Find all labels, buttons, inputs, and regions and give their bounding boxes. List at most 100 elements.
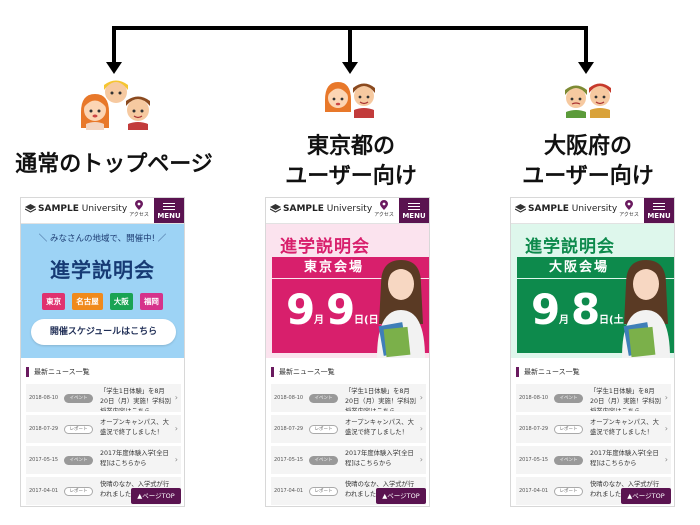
news-date: 2017-04-01 <box>29 488 59 494</box>
news-badge: レポート <box>309 487 338 496</box>
two-kids-icon <box>565 83 611 118</box>
news-row[interactable]: 2017-05-15 イベント 2017年度体験入学[全日程]はこちらから › <box>516 446 671 474</box>
student-girl-photo <box>622 260 670 358</box>
news-row[interactable]: 2018-08-10 イベント 「学生1日体験」を8月20日（月）実施！学科別授… <box>516 384 671 412</box>
news-row[interactable]: 2018-07-29 レポート オープンキャンパス、大盛況で終了しました！ › <box>271 415 426 443</box>
menu-label: MENU <box>157 211 181 220</box>
site-header: SAMPLE University アクセス MENU <box>511 198 674 224</box>
news-section: 最新ニュース一覧 2018-08-10 イベント 「学生1日体験」を8月20日（… <box>511 358 674 506</box>
news-text: 快晴のなか、入学式が行われました。 <box>590 481 660 498</box>
access-link[interactable]: アクセス <box>373 200 395 218</box>
news-row[interactable]: 2018-07-29 レポート オープンキャンパス、大盛況で終了しました！ › <box>26 415 181 443</box>
logo-bold-text: SAMPLE <box>528 204 569 214</box>
column-title-line: ユーザー向け <box>522 164 654 189</box>
hero-tagline: ＼ みなさんの地域で、開催中! ／ <box>38 234 167 244</box>
logo-bold-text: SAMPLE <box>283 204 324 214</box>
date-day-unit: 日 <box>599 315 609 326</box>
date-day-unit: 日 <box>354 315 364 326</box>
city-tag-tokyo[interactable]: 東京 <box>42 293 66 310</box>
city-tag-osaka[interactable]: 大阪 <box>109 293 133 310</box>
hero-title: 進学説明会 <box>50 258 155 282</box>
news-text: 「学生1日体験」を8月20日（月）実施！学科別授業内容はこちら <box>590 388 661 411</box>
phone-mockup-default: SAMPLE University アクセス MENU ＼ みなさんの地域で、開… <box>20 197 185 507</box>
hero-banner-osaka[interactable]: 進学説明会 大阪会場 9 月 8 日 (土) <box>511 224 674 358</box>
hero-banner-default[interactable]: ＼ みなさんの地域で、開催中! ／ 進学説明会 東京 名古屋 大阪 福岡 開催ス… <box>21 224 184 358</box>
menu-label: MENU <box>647 211 671 220</box>
access-link[interactable]: アクセス <box>618 200 640 218</box>
news-badge: レポート <box>309 425 338 434</box>
news-row[interactable]: 2018-08-10 イベント 「学生1日体験」を8月20日（月）実施！学科別授… <box>271 384 426 412</box>
menu-button[interactable]: MENU <box>399 198 429 223</box>
city-tag-fukuoka[interactable]: 福岡 <box>139 293 163 310</box>
column-title-tokyo: 東京都の ユーザー向け <box>251 132 451 192</box>
news-date: 2018-08-10 <box>29 395 59 401</box>
map-pin-icon <box>380 200 388 210</box>
map-pin-icon <box>135 200 143 210</box>
arrow-head-center <box>342 62 358 74</box>
chevron-right-icon: › <box>419 393 423 402</box>
news-date: 2017-04-01 <box>274 488 304 494</box>
chevron-right-icon: › <box>419 455 423 464</box>
news-row[interactable]: 2017-05-15 イベント 2017年度体験入学[全日程]はこちらから › <box>271 446 426 474</box>
access-label: アクセス <box>619 212 639 218</box>
news-text: オープンキャンパス、大盛況で終了しました！ <box>590 419 659 436</box>
column-title-osaka: 大阪府の ユーザー向け <box>488 132 688 192</box>
date-day: 9 <box>326 285 356 334</box>
logo-rest-text: University <box>568 204 618 214</box>
hero-title: 進学説明会 <box>525 237 615 257</box>
news-date: 2018-08-10 <box>519 395 549 401</box>
news-badge: イベント <box>64 456 93 465</box>
news-heading: 最新ニュース一覧 <box>271 367 335 377</box>
date-month-unit: 月 <box>559 315 569 326</box>
page-top-button[interactable]: ▲ページTOP <box>621 488 671 504</box>
schedule-button[interactable]: 開催スケジュールはこちら <box>31 319 176 345</box>
hamburger-icon <box>154 202 184 210</box>
menu-button[interactable]: MENU <box>644 198 674 223</box>
site-logo[interactable]: SAMPLE University <box>514 204 618 214</box>
menu-label: MENU <box>402 211 426 220</box>
chevron-right-icon: › <box>419 424 423 433</box>
chevron-right-icon: › <box>174 455 178 464</box>
access-link[interactable]: アクセス <box>128 200 150 218</box>
hero-banner-tokyo[interactable]: 進学説明会 東京会場 9 月 9 日 (日) <box>266 224 429 358</box>
map-pin-icon <box>625 200 633 210</box>
city-tag-nagoya[interactable]: 名古屋 <box>72 293 103 310</box>
site-logo[interactable]: SAMPLE University <box>269 204 372 214</box>
page-top-button[interactable]: ▲ページTOP <box>376 488 426 504</box>
news-date: 2017-05-15 <box>274 457 304 463</box>
date-month: 9 <box>531 285 561 334</box>
column-title-line: 東京都の <box>306 134 395 159</box>
date-month-unit: 月 <box>314 315 324 326</box>
news-date: 2018-08-10 <box>274 395 304 401</box>
news-badge: レポート <box>64 487 93 496</box>
news-badge: イベント <box>554 456 583 465</box>
news-row[interactable]: 2017-05-15 イベント 2017年度体験入学[全日程]はこちらから › <box>26 446 181 474</box>
news-date: 2017-04-01 <box>519 488 549 494</box>
news-text: 快晴のなか、入学式が行われました。 <box>345 481 415 498</box>
chevron-right-icon: › <box>174 424 178 433</box>
news-badge: レポート <box>64 425 93 434</box>
news-text: オープンキャンパス、大盛況で終了しました！ <box>100 419 169 436</box>
news-badge: イベント <box>309 394 338 403</box>
site-logo[interactable]: SAMPLE University <box>24 204 128 214</box>
news-text: 「学生1日体験」を8月20日（月）実施！学科別授業内容はこちら <box>100 388 171 411</box>
news-text: 「学生1日体験」を8月20日（月）実施！学科別授業内容はこちら <box>345 388 416 411</box>
chevron-right-icon: › <box>664 455 668 464</box>
chevron-right-icon: › <box>174 393 178 402</box>
three-kids-icon <box>81 80 150 130</box>
menu-button[interactable]: MENU <box>154 198 184 223</box>
column-title-line: ユーザー向け <box>285 164 417 189</box>
logo-rest-text: University <box>78 204 128 214</box>
news-text: 2017年度体験入学[全日程]はこちらから <box>345 450 414 467</box>
page-top-button[interactable]: ▲ページTOP <box>131 488 181 504</box>
news-badge: イベント <box>64 394 93 403</box>
site-header: SAMPLE University アクセス MENU <box>21 198 184 224</box>
news-text: オープンキャンパス、大盛況で終了しました！ <box>345 419 414 436</box>
news-row[interactable]: 2018-08-10 イベント 「学生1日体験」を8月20日（月）実施！学科別授… <box>26 384 181 412</box>
hamburger-icon <box>399 202 429 210</box>
news-badge: イベント <box>554 394 583 403</box>
news-row[interactable]: 2017-04-01 レポート 快晴のなか、入学式が行われました。 <box>271 477 426 505</box>
date-day: 8 <box>571 285 601 334</box>
news-row[interactable]: 2018-07-29 レポート オープンキャンパス、大盛況で終了しました！ › <box>516 415 671 443</box>
hero-title: 進学説明会 <box>280 237 370 257</box>
